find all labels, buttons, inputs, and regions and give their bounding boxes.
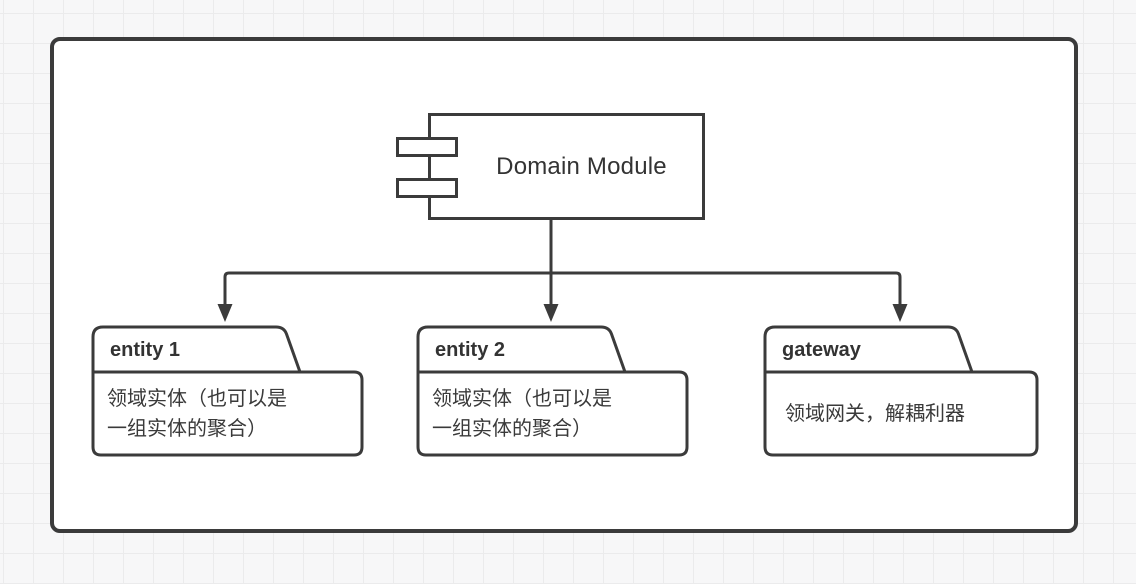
arrowhead-to-gateway bbox=[892, 304, 908, 322]
component-icon bbox=[396, 137, 458, 157]
arrowhead-to-entity1 bbox=[217, 304, 233, 322]
folder-entity2-label: entity 2 bbox=[435, 338, 506, 361]
folder-gateway-label: gateway bbox=[782, 338, 861, 361]
description-line: 领域实体（也可以是 bbox=[107, 387, 287, 410]
description-line: 一组实体的聚合） bbox=[107, 417, 267, 440]
arrowhead-to-entity2 bbox=[543, 304, 559, 322]
folder-entity1-label: entity 1 bbox=[110, 338, 181, 361]
folder-gateway[interactable] bbox=[763, 325, 1039, 457]
component-icon bbox=[396, 178, 458, 198]
folder-entity1-body[interactable] bbox=[91, 370, 364, 457]
description-line: 一组实体的聚合） bbox=[432, 417, 592, 440]
folder-gateway-tab[interactable] bbox=[763, 325, 974, 374]
folder-entity1-description: 领域实体（也可以是 一组实体的聚合） bbox=[107, 372, 357, 455]
folder-gateway-body[interactable] bbox=[763, 370, 1039, 457]
folder-entity1-tab[interactable] bbox=[91, 325, 302, 374]
component-node-domain-module[interactable] bbox=[428, 113, 705, 220]
folder-gateway-description: 领域网关，解耦利器 bbox=[785, 372, 1032, 455]
folder-entity2[interactable] bbox=[416, 325, 689, 457]
connector-branch-line[interactable] bbox=[223, 271, 902, 306]
folder-entity2-body[interactable] bbox=[416, 370, 689, 457]
folder-entity1[interactable] bbox=[91, 325, 364, 457]
folder-entity2-description: 领域实体（也可以是 一组实体的聚合） bbox=[432, 372, 682, 455]
component-title: Domain Module bbox=[496, 152, 667, 180]
description-line: 领域网关，解耦利器 bbox=[785, 402, 965, 425]
description-line: 领域实体（也可以是 bbox=[432, 387, 612, 410]
folder-entity2-tab[interactable] bbox=[416, 325, 627, 374]
connector-arrows[interactable] bbox=[217, 220, 908, 322]
